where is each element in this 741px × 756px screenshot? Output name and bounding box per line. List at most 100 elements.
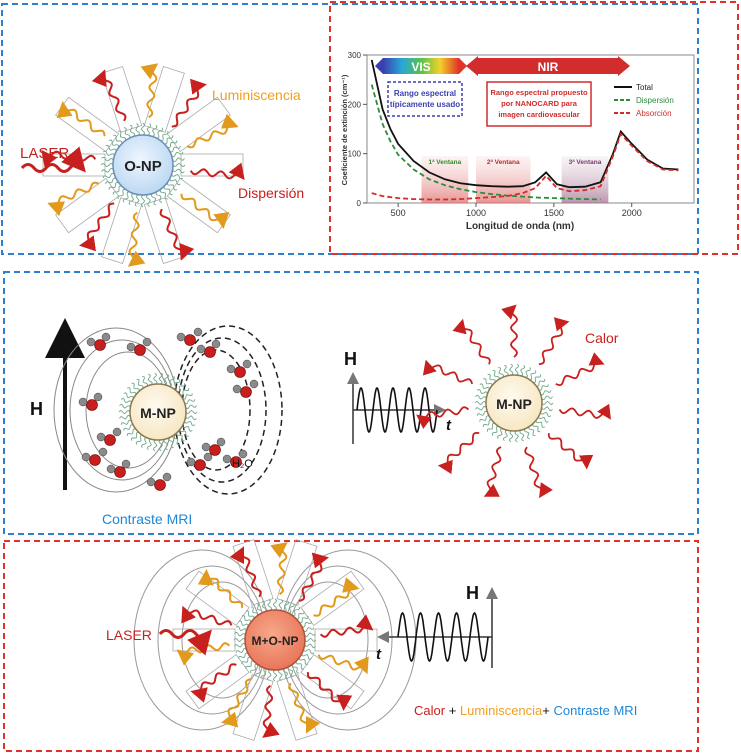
emission-ray	[56, 101, 106, 137]
ligand	[525, 367, 532, 378]
emission-ray	[171, 78, 207, 128]
hydrogen-atom	[96, 432, 106, 442]
ligand	[167, 437, 174, 449]
onp-particle-label: O-NP	[124, 158, 162, 175]
ligand	[140, 194, 146, 208]
legend-scattering: Dispersión	[636, 96, 674, 105]
water-label: H₂O	[232, 458, 253, 470]
mnp-ligand-decoration	[118, 372, 198, 452]
ligand	[159, 189, 168, 200]
ligand	[267, 599, 273, 611]
ligand	[146, 438, 152, 451]
hydrogen-atom	[146, 477, 156, 487]
ligand	[185, 409, 198, 415]
ligand	[277, 669, 283, 681]
emission-ray	[437, 431, 480, 475]
oxygen-atom	[104, 434, 116, 446]
proposed-range-line3: imagen cardiovascular	[498, 110, 579, 119]
emission-ray	[288, 682, 321, 734]
emission-ray	[91, 69, 127, 122]
ligand	[479, 415, 490, 422]
ligand	[140, 122, 146, 136]
ligand	[250, 663, 258, 674]
ligand	[235, 625, 247, 632]
window2-label: 2ª Ventana	[487, 159, 520, 166]
ligand	[486, 423, 495, 432]
legend-total: Total	[636, 83, 653, 92]
ligand	[299, 615, 309, 624]
ligand	[102, 150, 115, 156]
emission-ray	[186, 113, 239, 149]
hydrogen-atom	[142, 337, 152, 347]
ligand	[491, 425, 499, 436]
oxygen-atom	[89, 454, 101, 466]
oxygen-atom	[209, 444, 221, 456]
emission-ray	[262, 685, 280, 738]
combined-emission-decoration	[172, 539, 378, 741]
nir-band-left-arrow	[466, 56, 478, 76]
emission-ray	[189, 162, 245, 181]
ligand	[140, 437, 147, 448]
monp-particle	[244, 609, 306, 671]
emission-ray	[416, 406, 470, 429]
hydrogen-atom	[98, 447, 108, 457]
ligand	[172, 435, 180, 446]
emission-ray	[452, 318, 491, 365]
ligand	[123, 392, 134, 399]
ligand	[113, 134, 123, 144]
emission-ray	[306, 672, 353, 711]
nir-band	[478, 58, 618, 74]
ligand	[538, 416, 549, 423]
ligand	[282, 668, 289, 680]
ligand	[120, 419, 132, 425]
ligand	[118, 130, 127, 141]
ligand	[112, 185, 122, 195]
emission-ray	[483, 446, 502, 497]
detector-box	[300, 654, 365, 710]
monp-laser-arrow	[158, 629, 212, 656]
vis-band	[383, 58, 459, 74]
hydrogen-atom	[196, 344, 206, 354]
ligand	[298, 657, 309, 665]
emission-ray	[79, 202, 115, 252]
ligand	[541, 406, 553, 412]
detector-box	[101, 65, 143, 133]
ligand	[167, 140, 178, 149]
ligand	[126, 428, 136, 437]
ligand	[304, 632, 316, 638]
hydrogen-atom	[121, 459, 131, 469]
ligand	[541, 400, 554, 406]
ligand	[172, 157, 185, 162]
x-tick-label: 500	[391, 208, 406, 218]
hydrogen-atom	[112, 427, 122, 437]
ligand	[122, 191, 130, 203]
detector-box	[180, 153, 244, 177]
ligand	[540, 411, 552, 418]
ligand	[130, 432, 139, 441]
ligand	[158, 439, 163, 452]
ligand	[475, 394, 487, 400]
ligand	[538, 384, 549, 391]
ligand	[482, 419, 492, 428]
detector-box	[300, 570, 365, 626]
ligand	[304, 637, 317, 643]
oxygen-atom	[134, 344, 146, 356]
ligand	[105, 144, 117, 152]
optical-window-2	[476, 156, 531, 203]
ligand	[185, 415, 197, 421]
detector-box	[276, 539, 318, 606]
ligand	[163, 438, 169, 451]
ligand	[535, 420, 545, 428]
ligand	[238, 620, 249, 627]
emission-ray	[501, 304, 518, 358]
ligand	[102, 172, 115, 179]
ligand	[142, 375, 149, 387]
oxygen-atom	[86, 399, 98, 411]
ligand	[476, 410, 488, 416]
y-tick-label: 0	[357, 199, 362, 208]
ligand	[541, 395, 553, 401]
ligand	[177, 383, 186, 392]
window3-label: 3ª Ventana	[569, 159, 602, 166]
hydrogen-atom	[226, 364, 236, 374]
